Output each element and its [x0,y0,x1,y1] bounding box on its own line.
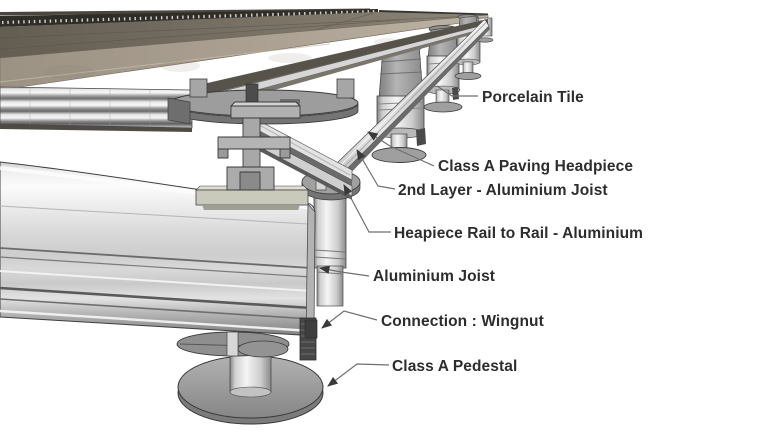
class-a-pedestal [176,331,324,425]
ibeam-top-flange [230,105,301,119]
pedestal-head-fin [226,331,239,357]
pedestal-column [229,351,272,393]
leader-wingnut [321,310,378,329]
corner-pedestal-column [313,189,347,269]
callout-aluminium-joist: Aluminium Joist [373,268,495,285]
tile-top-surface [0,12,488,58]
joist-base-plate [195,189,309,206]
second-layer-joist-band [0,86,193,132]
second-layer-joist-cross-section [217,101,301,191]
column-ring [314,256,346,260]
ribbed-band [0,86,193,129]
band-bottom-lip [0,124,192,132]
spacer-tab-left [189,78,208,98]
column-ring [314,249,346,253]
leader-aluminium-joist [318,265,370,277]
rail-rib-highlight [338,20,485,168]
callout-second-layer-joist: 2nd Layer - Aluminium Joist [398,182,608,199]
pedestal-base [454,72,482,80]
rail-strip-lip [250,142,352,200]
callout-porcelain-tile: Porcelain Tile [482,89,584,106]
wingnut-connection [299,317,318,361]
band-vertical-streaks [29,88,151,127]
pedestal-base [423,101,463,113]
leader-lines [318,85,478,387]
deck-far-edge-strip [0,8,370,16]
headpiece-edge-block [167,97,191,125]
callout-paving-headpiece: Class A Paving Headpiece [438,158,633,175]
joist-end-cap [305,203,316,336]
leader-paving-headpiece [367,131,435,167]
ibeam-mid-stub-left [217,148,229,159]
pedestal-head-flap-right [237,340,289,358]
side-bracket [416,128,426,146]
tile-substrate-line [0,43,331,83]
leader-headpiece-rail [343,184,391,233]
joist-rib-grooves [0,205,312,333]
ibeam-mid-flange [217,136,291,150]
corner-assembly [167,78,359,210]
porcelain-tile-deck [0,8,489,91]
callout-wingnut: Connection : Wingnut [381,313,544,330]
pedestal-column-foot [229,386,272,398]
wingnut-block [304,319,318,339]
paving-headpiece-lip [169,103,359,125]
rail-under-lip [340,26,490,182]
side-bracket [452,87,459,100]
spacer-tab-right [336,78,355,99]
cap-ring [380,58,422,63]
ibeam-top-flange-bevel [230,101,301,107]
leader-porcelain-tile [436,85,478,97]
ibeam-mid-stub-right [279,148,291,159]
callout-labels: Porcelain Tile Class A Paving Headpiece … [373,89,643,375]
joist-base-skirt [202,205,300,210]
underside-shadow-band [190,19,488,99]
leader-pedestal [327,363,390,387]
rail-rib [251,120,351,176]
leader-second-layer-joist [356,149,396,190]
wingnut-knurling [301,323,315,355]
ibeam-lower-slot [239,171,261,191]
cap-ring [379,71,423,75]
rail-rib [340,22,487,171]
pedestal-base [371,147,427,163]
callout-headpiece-rail: Heapiece Rail to Rail - Aluminium [394,225,643,242]
callout-pedestal: Class A Pedestal [392,358,517,375]
